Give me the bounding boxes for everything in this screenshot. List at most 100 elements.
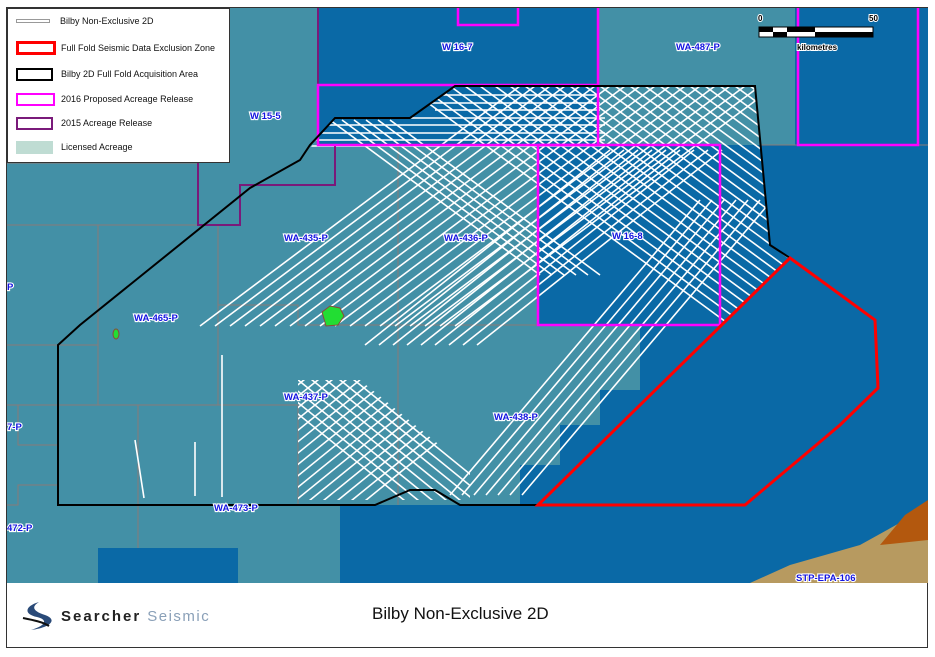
- seismic-line: [319, 380, 470, 500]
- seismic-line: [304, 86, 626, 327]
- seismic-line: [214, 86, 536, 327]
- map-legend: Bilby Non-Exclusive 2D Full Fold Seismic…: [7, 8, 230, 163]
- seismic-line: [298, 380, 395, 500]
- scale-seg: [787, 27, 815, 32]
- logo-swoosh-icon: [22, 602, 52, 630]
- seismic-line: [298, 380, 339, 500]
- block-line: [7, 484, 58, 506]
- shelf-area-wa487: [598, 8, 795, 145]
- seismic-line: [509, 199, 761, 496]
- seismic-line: [229, 86, 551, 327]
- seismic-line: [689, 86, 790, 337]
- label-stp-epa-106: STP-EPA-106: [796, 573, 855, 583]
- seismic-line: [298, 380, 367, 500]
- seismic-line: [497, 199, 749, 496]
- legend-item-2015-release: 2015 Acreage Release: [16, 116, 152, 130]
- seismic-line: [347, 380, 470, 500]
- seismic-line: [439, 86, 761, 327]
- seismic-line: [569, 86, 790, 337]
- seismic-line: [289, 86, 611, 327]
- seismic-line: [521, 199, 773, 496]
- label-wa-473-p: WA-473-P: [214, 503, 258, 514]
- seismic-line: [584, 86, 790, 337]
- legend-item-licensed: Licensed Acreage: [16, 140, 133, 154]
- searcher-seismic-logo: Searcher Seismic: [19, 598, 210, 634]
- seismic-line: [409, 86, 731, 327]
- block-line: [217, 305, 299, 505]
- label-wa-435-p: WA-435-P: [284, 233, 328, 244]
- seismic-line: [298, 380, 381, 500]
- seismic-line: [629, 86, 790, 337]
- green-feature: [321, 305, 345, 327]
- seismic-line: [485, 199, 737, 496]
- seismic-line: [659, 86, 790, 337]
- map-canvas[interactable]: W 16-7 WA-487-P W 15-5 WA-435-P WA-436-P…: [7, 8, 928, 583]
- seismic-lines-main: [134, 86, 790, 499]
- seismic-line: [462, 149, 709, 346]
- label-wa-438-p: WA-438-P: [494, 412, 538, 423]
- release-2015-outlines: [197, 8, 336, 226]
- legend-item-seismic: Bilby Non-Exclusive 2D: [16, 14, 154, 28]
- logo-word-searcher: Searcher: [61, 607, 142, 625]
- seismic-line: [364, 149, 611, 346]
- legend-label: Licensed Acreage: [61, 142, 133, 152]
- label-wa-436-p: WA-436-P: [444, 233, 488, 244]
- seismic-line: [449, 199, 701, 496]
- legend-item-2016-release: 2016 Proposed Acreage Release: [16, 92, 193, 106]
- seismic-line: [524, 86, 790, 337]
- seismic-line: [406, 149, 653, 346]
- scale-start: 0: [758, 14, 763, 23]
- seismic-line: [644, 86, 790, 337]
- seismic-line: [509, 86, 790, 337]
- logo-word-seismic: Seismic: [147, 607, 211, 625]
- seismic-line: [394, 86, 716, 327]
- seismic-line: [298, 380, 411, 500]
- seismic-line: [476, 149, 723, 346]
- seismic-line: [333, 380, 470, 500]
- acquisition-swatch: [16, 67, 53, 81]
- seismic-line: [464, 86, 790, 337]
- legend-label: Bilby 2D Full Fold Acquisition Area: [61, 69, 199, 79]
- legend-label: 2016 Proposed Acreage Release: [61, 94, 194, 104]
- map-title: Bilby Non-Exclusive 2D: [372, 604, 549, 623]
- seismic-line: [305, 380, 467, 500]
- seismic-line: [473, 199, 725, 496]
- legend-label: Full Fold Seismic Data Exclusion Zone: [61, 43, 216, 53]
- label-w15-5: W 15-5: [250, 111, 281, 122]
- label-wa-437-p: WA-437-P: [284, 392, 328, 403]
- seismic-line: [298, 380, 425, 500]
- seismic-line: [298, 380, 353, 500]
- acquisition-area-boundary: [57, 85, 792, 506]
- exclusion-swatch: [16, 41, 56, 55]
- seismic-line: [420, 149, 667, 346]
- seismic-line: [199, 86, 521, 327]
- seismic-line: [244, 86, 566, 327]
- seismic-line: [274, 86, 596, 327]
- block-labels: W 16-7 WA-487-P W 15-5 WA-435-P WA-436-P…: [7, 41, 857, 583]
- label-w16-8: W 16-8: [612, 231, 643, 242]
- seismic-line: [434, 149, 681, 346]
- legend-label: Bilby Non-Exclusive 2D: [60, 16, 154, 26]
- legend-label: 2015 Acreage Release: [61, 118, 153, 128]
- release-2015-swatch: [16, 116, 53, 130]
- legend-item-exclusion: Full Fold Seismic Data Exclusion Zone: [16, 41, 215, 55]
- seismic-line: [298, 380, 453, 500]
- green-feature: [112, 328, 120, 340]
- label-partial-7-p: 7-P: [7, 422, 22, 433]
- seismic-line: [345, 380, 470, 500]
- land-area: [750, 505, 928, 583]
- release-2016-swatch: [16, 92, 55, 106]
- seismic-line: [259, 86, 581, 327]
- label-wa-487-p: WA-487-P: [676, 42, 720, 53]
- seismic-line: [298, 380, 439, 500]
- seismic-line: [424, 86, 746, 327]
- seismic-line: [334, 86, 656, 327]
- scale-end: 50: [869, 14, 878, 23]
- scale-bar: 0 50 kilometres: [757, 13, 879, 53]
- seismic-line: [349, 86, 671, 327]
- licensed-swatch: [16, 140, 53, 154]
- release-2016-boundary: [796, 8, 920, 147]
- release-2016-boundary: [456, 8, 520, 27]
- seismic-line: [378, 149, 625, 346]
- footer-banner: Searcher Seismic Bilby Non-Exclusive 2D: [7, 584, 927, 647]
